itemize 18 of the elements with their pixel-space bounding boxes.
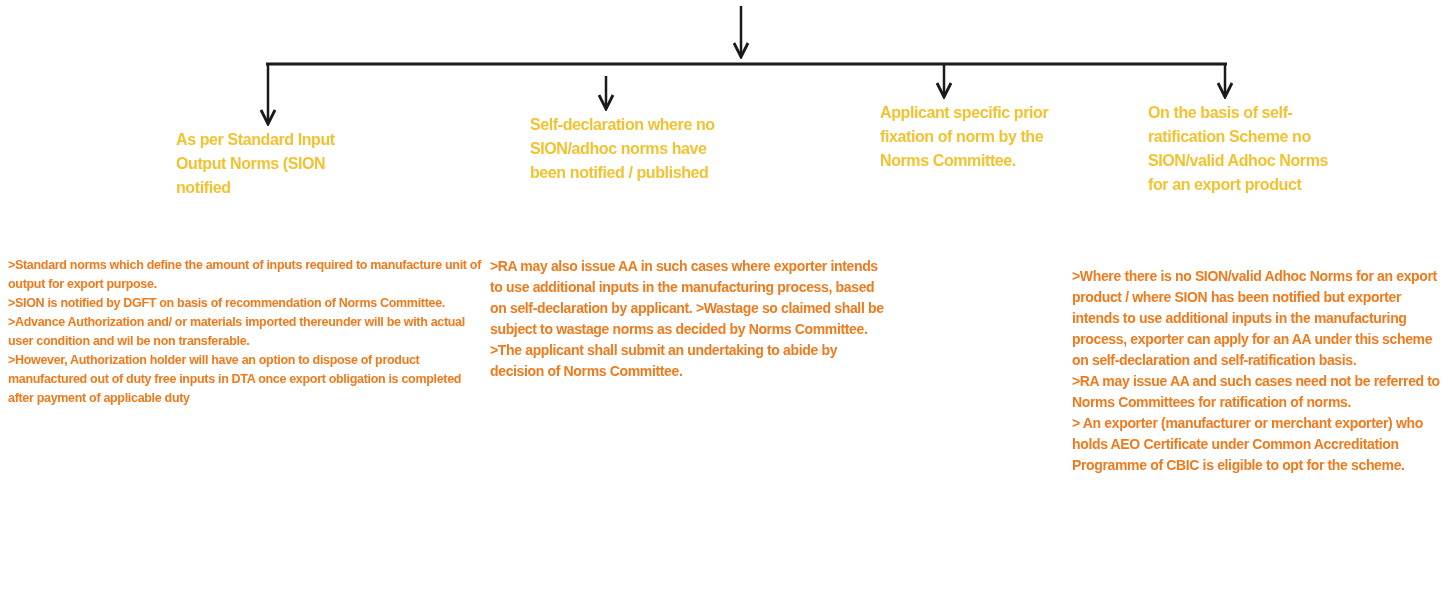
branch-heading: Self-declaration where no SION/adhoc norms have been notified / published bbox=[530, 115, 716, 183]
note-text: >RA may issue AA and such cases need not be referred to Norms Committees for ratification of norms. bbox=[1072, 372, 1441, 412]
note-text: >RA may also issue AA in such cases where exporter intends to use additional inputs in the manufacturing process, based on self-declaration by applicant. >Wastage so claimed shall be subject to wastage norms as decided by Norms Committee. bbox=[490, 257, 885, 339]
bracket-connector bbox=[266, 6, 1227, 66]
branch-heading: Applicant specific prior fixation of norm by the Norms Committee. bbox=[880, 103, 1050, 171]
note-text: >Advance Authorization and/ or materials imported thereunder will be with actual user condition and wil be non transferable. bbox=[8, 314, 466, 350]
arrow bbox=[1216, 65, 1234, 99]
note-text: >However, Authorization holder will have an option to dispose of product manufactured out of duty free inputs in DTA once export obligation is completed after payment of applicable duty bbox=[8, 352, 463, 407]
branch-heading: On the basis of self-ratification Scheme no SION/valid Adhoc Norms for an export product bbox=[1148, 103, 1329, 195]
branch-heading: As per Standard Input Output Norms (SION notified bbox=[176, 130, 336, 198]
note-text: >The applicant shall submit an undertaking to abide by decision of Norms Committee. bbox=[490, 341, 839, 381]
note-text: >Where there is no SION/valid Adhoc Norms for an export product / where SION has been notified but exporter intends to use additional inputs in the manufacturing process, exporter can apply for an AA under this scheme on self-declaration and self-ratification basis. bbox=[1072, 267, 1438, 370]
note-text: >SION is notified by DGFT on basis of recommendation of Norms Committee. bbox=[8, 295, 446, 312]
arrow bbox=[597, 76, 615, 111]
note-text: >Standard norms which define the amount of inputs required to manufacture unit of output for export purpose. bbox=[8, 257, 483, 293]
note-text: > An exporter (manufacturer or merchant exporter) who holds AEO Certificate under Common Accreditation Programme of CBIC is eligible to opt for the scheme. bbox=[1072, 414, 1424, 475]
arrow bbox=[259, 65, 277, 126]
arrow bbox=[935, 65, 953, 99]
